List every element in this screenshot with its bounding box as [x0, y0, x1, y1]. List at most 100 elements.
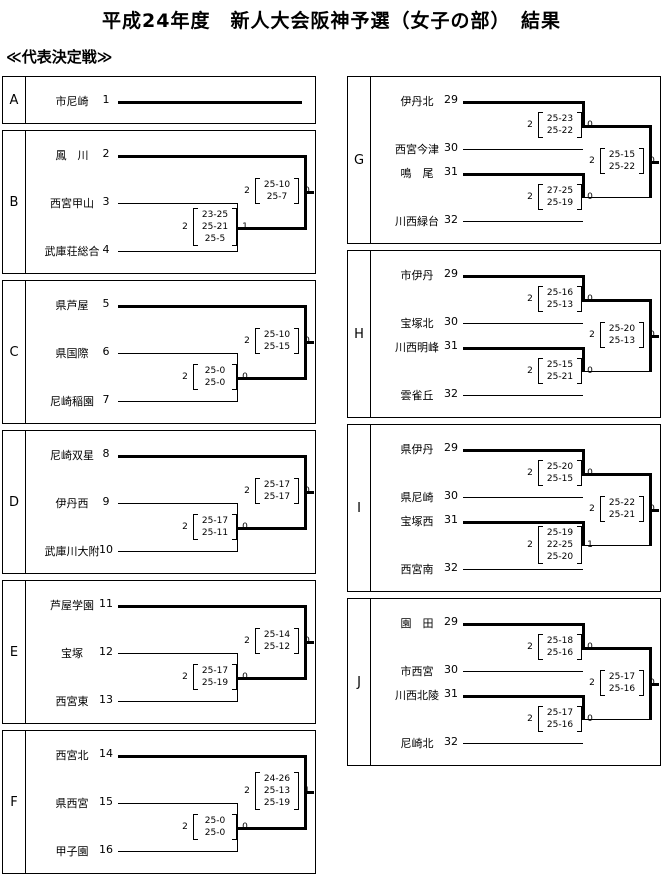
set-scores: 25-17 25-11	[193, 515, 237, 539]
score-bracket	[255, 178, 299, 204]
winner-line	[237, 305, 307, 308]
team-name: 西宮南	[400, 563, 434, 576]
team-seed-number: 3	[102, 195, 110, 208]
sets-won-right: 0	[304, 336, 310, 346]
set-score: 25-23	[546, 114, 574, 124]
team-seed-number: 30	[444, 489, 458, 502]
set-score: 25-15	[546, 360, 574, 370]
team-name: 宝塚西	[400, 515, 434, 528]
set-score: 25-5	[204, 234, 226, 244]
team-name: 尼崎双星	[50, 449, 94, 462]
set-score: 25-13	[608, 336, 636, 346]
set-score: 25-19	[263, 798, 291, 808]
set-score: 25-17	[201, 516, 229, 526]
set-score: 25-0	[204, 366, 226, 376]
bracket-line	[118, 701, 238, 702]
winner-line	[463, 347, 583, 350]
team-seed-number: 31	[444, 339, 458, 352]
set-score: 25-22	[546, 126, 574, 136]
winner-line	[304, 641, 314, 644]
team-name: 甲子園	[55, 845, 89, 858]
score-bracket	[600, 322, 644, 348]
sets-won-right: 0	[587, 294, 593, 304]
team-seed-number: 30	[444, 663, 458, 676]
score-bracket	[600, 148, 644, 174]
team-seed-number: 14	[99, 747, 113, 760]
sets-won-right: 1	[304, 786, 310, 796]
winner-line	[582, 347, 585, 371]
team-name: 県尼崎	[400, 491, 434, 504]
sets-won-left: 2	[589, 156, 595, 166]
set-score: 25-11	[201, 528, 229, 538]
winner-line	[463, 695, 583, 698]
sets-won-right: 0	[242, 672, 248, 682]
winner-line	[582, 473, 652, 476]
bracket-line	[463, 221, 583, 222]
bracket-line	[118, 203, 238, 204]
winner-line	[118, 305, 238, 308]
sets-won-left: 2	[589, 678, 595, 688]
team-seed-number: 29	[444, 267, 458, 280]
set-scores: 25-23 25-22	[538, 113, 582, 137]
team-name: 鳴 尾	[400, 167, 434, 180]
score-bracket	[538, 460, 582, 486]
winner-line	[649, 509, 659, 512]
winner-line	[463, 521, 583, 524]
sets-won-left: 2	[527, 366, 533, 376]
score-bracket	[538, 526, 582, 564]
set-score: 25-16	[608, 684, 636, 694]
team-name: 伊丹北	[400, 95, 434, 108]
sets-won-left: 2	[182, 522, 188, 532]
team-seed-number: 31	[444, 687, 458, 700]
set-score: 25-17	[201, 666, 229, 676]
set-score: 25-10	[263, 330, 291, 340]
team-name: 武庫荘総合	[44, 245, 100, 258]
team-name: 西宮甲山	[50, 197, 94, 210]
set-score: 25-18	[546, 636, 574, 646]
team-name: 県西宮	[55, 797, 89, 810]
team-name: 鳳 川	[55, 149, 89, 162]
winner-line	[649, 335, 659, 338]
set-score: 25-17	[263, 480, 291, 490]
set-score: 25-19	[201, 678, 229, 688]
set-score: 25-13	[546, 300, 574, 310]
team-seed-number: 11	[99, 597, 113, 610]
score-bracket	[538, 358, 582, 384]
bracket-line	[463, 497, 583, 498]
winner-line	[237, 155, 307, 158]
score-bracket	[255, 628, 299, 654]
sets-won-right: 1	[242, 222, 248, 232]
sets-won-right: 0	[587, 366, 593, 376]
bracket-line	[118, 551, 238, 552]
score-bracket	[193, 364, 237, 390]
team-seed-number: 7	[102, 393, 110, 406]
winner-line	[463, 101, 583, 104]
team-name: 西宮今津	[395, 143, 439, 156]
team-seed-number: 6	[102, 345, 110, 358]
sets-won-right: 0	[649, 678, 655, 688]
sets-won-right: 0	[242, 372, 248, 382]
winner-line	[118, 155, 238, 158]
bracket-line	[118, 353, 238, 354]
bracket-line	[463, 569, 583, 570]
sets-won-left: 2	[244, 186, 250, 196]
team-seed-number: 30	[444, 315, 458, 328]
bracket-line	[463, 323, 583, 324]
